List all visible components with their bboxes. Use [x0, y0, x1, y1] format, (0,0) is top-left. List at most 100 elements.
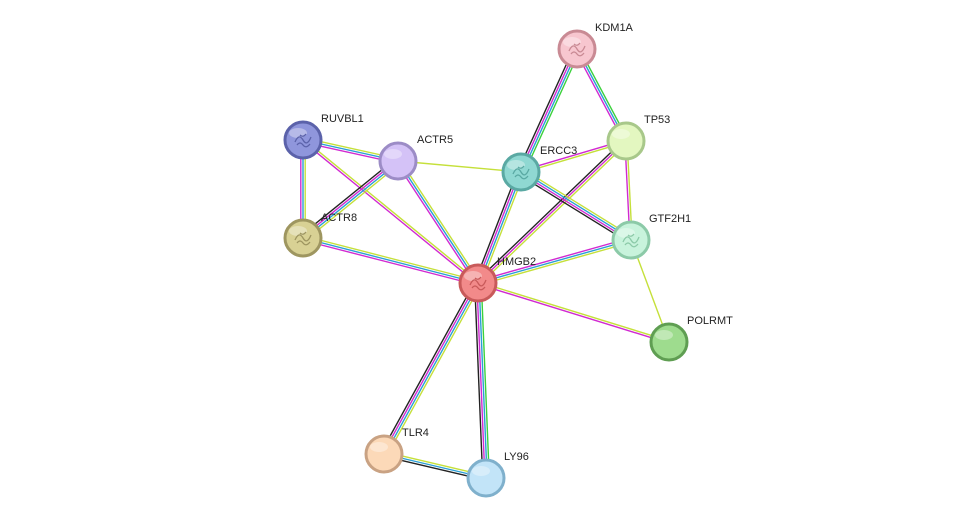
- edge-hmgb2-ly96[interactable]: [474, 282, 490, 479]
- edge-evidence-line: [477, 237, 631, 282]
- protein-structure-icon: [469, 276, 487, 291]
- edge-ercc3-hmgb2[interactable]: [474, 170, 525, 285]
- node-highlight: [370, 442, 388, 452]
- edge-evidence-line: [480, 172, 525, 285]
- edge-gtf2h1-hmgb2[interactable]: [477, 237, 632, 286]
- edge-evidence-line: [523, 50, 581, 174]
- edge-hmgb2-tlr4[interactable]: [380, 281, 482, 456]
- node-label: TP53: [644, 114, 670, 126]
- node-label: POLRMT: [687, 315, 733, 327]
- edge-evidence-line: [517, 47, 575, 171]
- protein-structure-icon: [568, 42, 586, 57]
- edge-evidence-line: [302, 237, 479, 284]
- node-highlight: [384, 149, 402, 159]
- node-tp53[interactable]: TP53: [606, 114, 670, 161]
- edge-evidence-line: [386, 284, 482, 456]
- node-highlight: [612, 129, 630, 139]
- node-circle: [466, 458, 506, 498]
- node-tlr4[interactable]: TLR4: [364, 427, 429, 474]
- node-ruvbl1[interactable]: RUVBL1: [283, 113, 364, 160]
- edge-evidence-line: [302, 239, 478, 286]
- edge-evidence-line: [380, 281, 476, 453]
- edge-evidence-line: [478, 282, 488, 478]
- edge-evidence-line: [479, 142, 629, 286]
- edge-ercc3-gtf2h1[interactable]: [518, 168, 634, 244]
- edge-actr8-hmgb2[interactable]: [302, 235, 479, 286]
- edge-evidence-line: [477, 239, 632, 284]
- edge-actr5-actr8[interactable]: [300, 157, 401, 242]
- node-polrmt[interactable]: POLRMT: [649, 315, 733, 362]
- edge-evidence-line: [521, 49, 579, 173]
- edge-evidence-line: [521, 170, 632, 240]
- node-ly96[interactable]: LY96: [466, 451, 529, 498]
- edge-evidence-line: [399, 159, 481, 283]
- node-highlight: [655, 330, 673, 340]
- edge-evidence-line: [477, 140, 627, 284]
- edge-evidence-line: [478, 241, 632, 286]
- edge-evidence-line: [300, 157, 397, 236]
- edge-kdm1a-ercc3[interactable]: [517, 47, 581, 174]
- edge-evidence-line: [475, 138, 625, 282]
- edge-evidence-line: [474, 283, 484, 479]
- edge-ruvbl1-hmgb2[interactable]: [301, 138, 480, 285]
- node-hmgb2[interactable]: HMGB2: [458, 256, 536, 303]
- node-label: ERCC3: [540, 145, 577, 157]
- node-label: ACTR8: [321, 212, 357, 224]
- node-label: HMGB2: [497, 256, 536, 268]
- edge-evidence-line: [480, 282, 490, 478]
- edge-evidence-line: [519, 48, 577, 172]
- edge-evidence-line: [476, 171, 521, 283]
- protein-structure-icon: [512, 165, 530, 180]
- node-highlight: [563, 37, 581, 47]
- node-label: RUVBL1: [321, 113, 364, 125]
- edge-evidence-line: [520, 172, 631, 242]
- node-highlight: [617, 228, 635, 238]
- protein-structure-icon: [294, 133, 312, 148]
- edge-hmgb2-polrmt[interactable]: [477, 281, 670, 344]
- edge-evidence-line: [301, 140, 478, 285]
- edge-evidence-line: [476, 283, 486, 479]
- edge-evidence-line: [303, 235, 479, 282]
- edge-evidence-line: [397, 160, 479, 284]
- node-highlight: [472, 466, 490, 476]
- node-actr8[interactable]: ACTR8: [283, 212, 357, 258]
- edge-evidence-line: [301, 159, 398, 238]
- node-ercc3[interactable]: ERCC3: [501, 145, 577, 192]
- node-label: ACTR5: [417, 134, 453, 146]
- node-actr5[interactable]: ACTR5: [378, 134, 453, 181]
- node-highlight: [289, 128, 307, 138]
- node-highlight: [507, 160, 525, 170]
- edge-evidence-line: [303, 138, 480, 283]
- node-label: KDM1A: [595, 22, 634, 34]
- node-label: GTF2H1: [649, 213, 691, 225]
- node-label: LY96: [504, 451, 529, 463]
- edge-evidence-line: [478, 172, 523, 284]
- edge-evidence-line: [303, 161, 400, 240]
- protein-structure-icon: [294, 231, 312, 246]
- edge-evidence-line: [304, 163, 401, 242]
- edge-evidence-line: [474, 170, 519, 283]
- edge-evidence-line: [397, 160, 522, 173]
- edge-evidence-line: [384, 283, 480, 455]
- edge-evidence-line: [477, 283, 669, 344]
- edge-actr5-ercc3[interactable]: [397, 160, 522, 173]
- node-circle: [606, 121, 646, 161]
- edge-evidence-line: [518, 174, 630, 244]
- node-circle: [378, 141, 418, 181]
- node-highlight: [289, 226, 307, 236]
- node-highlight: [464, 271, 482, 281]
- edge-evidence-line: [395, 161, 477, 285]
- node-gtf2h1[interactable]: GTF2H1: [611, 213, 691, 260]
- edge-evidence-line: [522, 168, 634, 238]
- edge-evidence-line: [382, 282, 478, 454]
- edge-evidence-line: [478, 281, 670, 342]
- node-kdm1a[interactable]: KDM1A: [557, 22, 634, 69]
- node-circle: [649, 322, 689, 362]
- node-circle: [364, 434, 404, 474]
- node-label: TLR4: [402, 427, 429, 439]
- edge-tp53-hmgb2[interactable]: [475, 138, 629, 286]
- edge-actr5-hmgb2[interactable]: [395, 159, 481, 285]
- protein-structure-icon: [622, 233, 640, 248]
